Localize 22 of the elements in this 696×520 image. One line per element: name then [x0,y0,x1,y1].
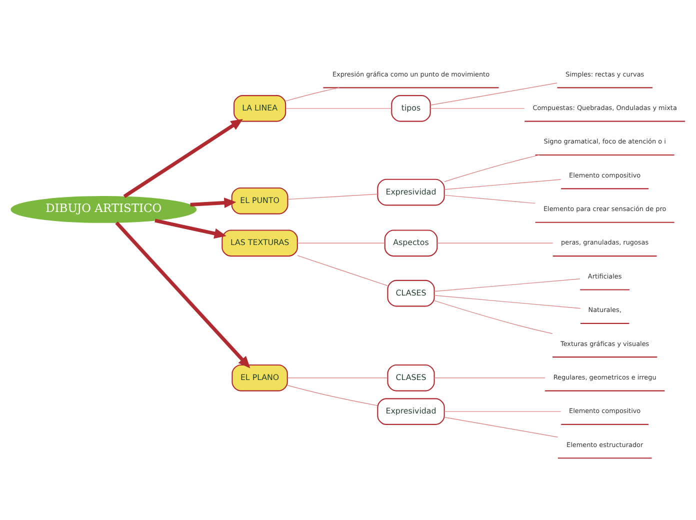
connector [444,416,558,438]
connector [444,411,562,412]
node-ellipse: DIBUJO ARTISTICO [10,196,197,223]
arrow [154,218,226,239]
connector [430,82,558,106]
connector [288,194,378,200]
connector [430,108,525,109]
arrow [190,198,236,208]
connector [434,278,580,292]
connector [286,108,392,109]
arrow [115,221,250,368]
connector [297,255,388,286]
connector [434,300,553,334]
connector [444,179,562,190]
connector [444,194,536,204]
arrow [123,118,243,198]
connector [285,87,340,102]
connector [297,242,386,244]
connector [287,385,378,406]
connector [436,242,554,244]
connector [444,154,540,182]
connector [434,294,581,309]
